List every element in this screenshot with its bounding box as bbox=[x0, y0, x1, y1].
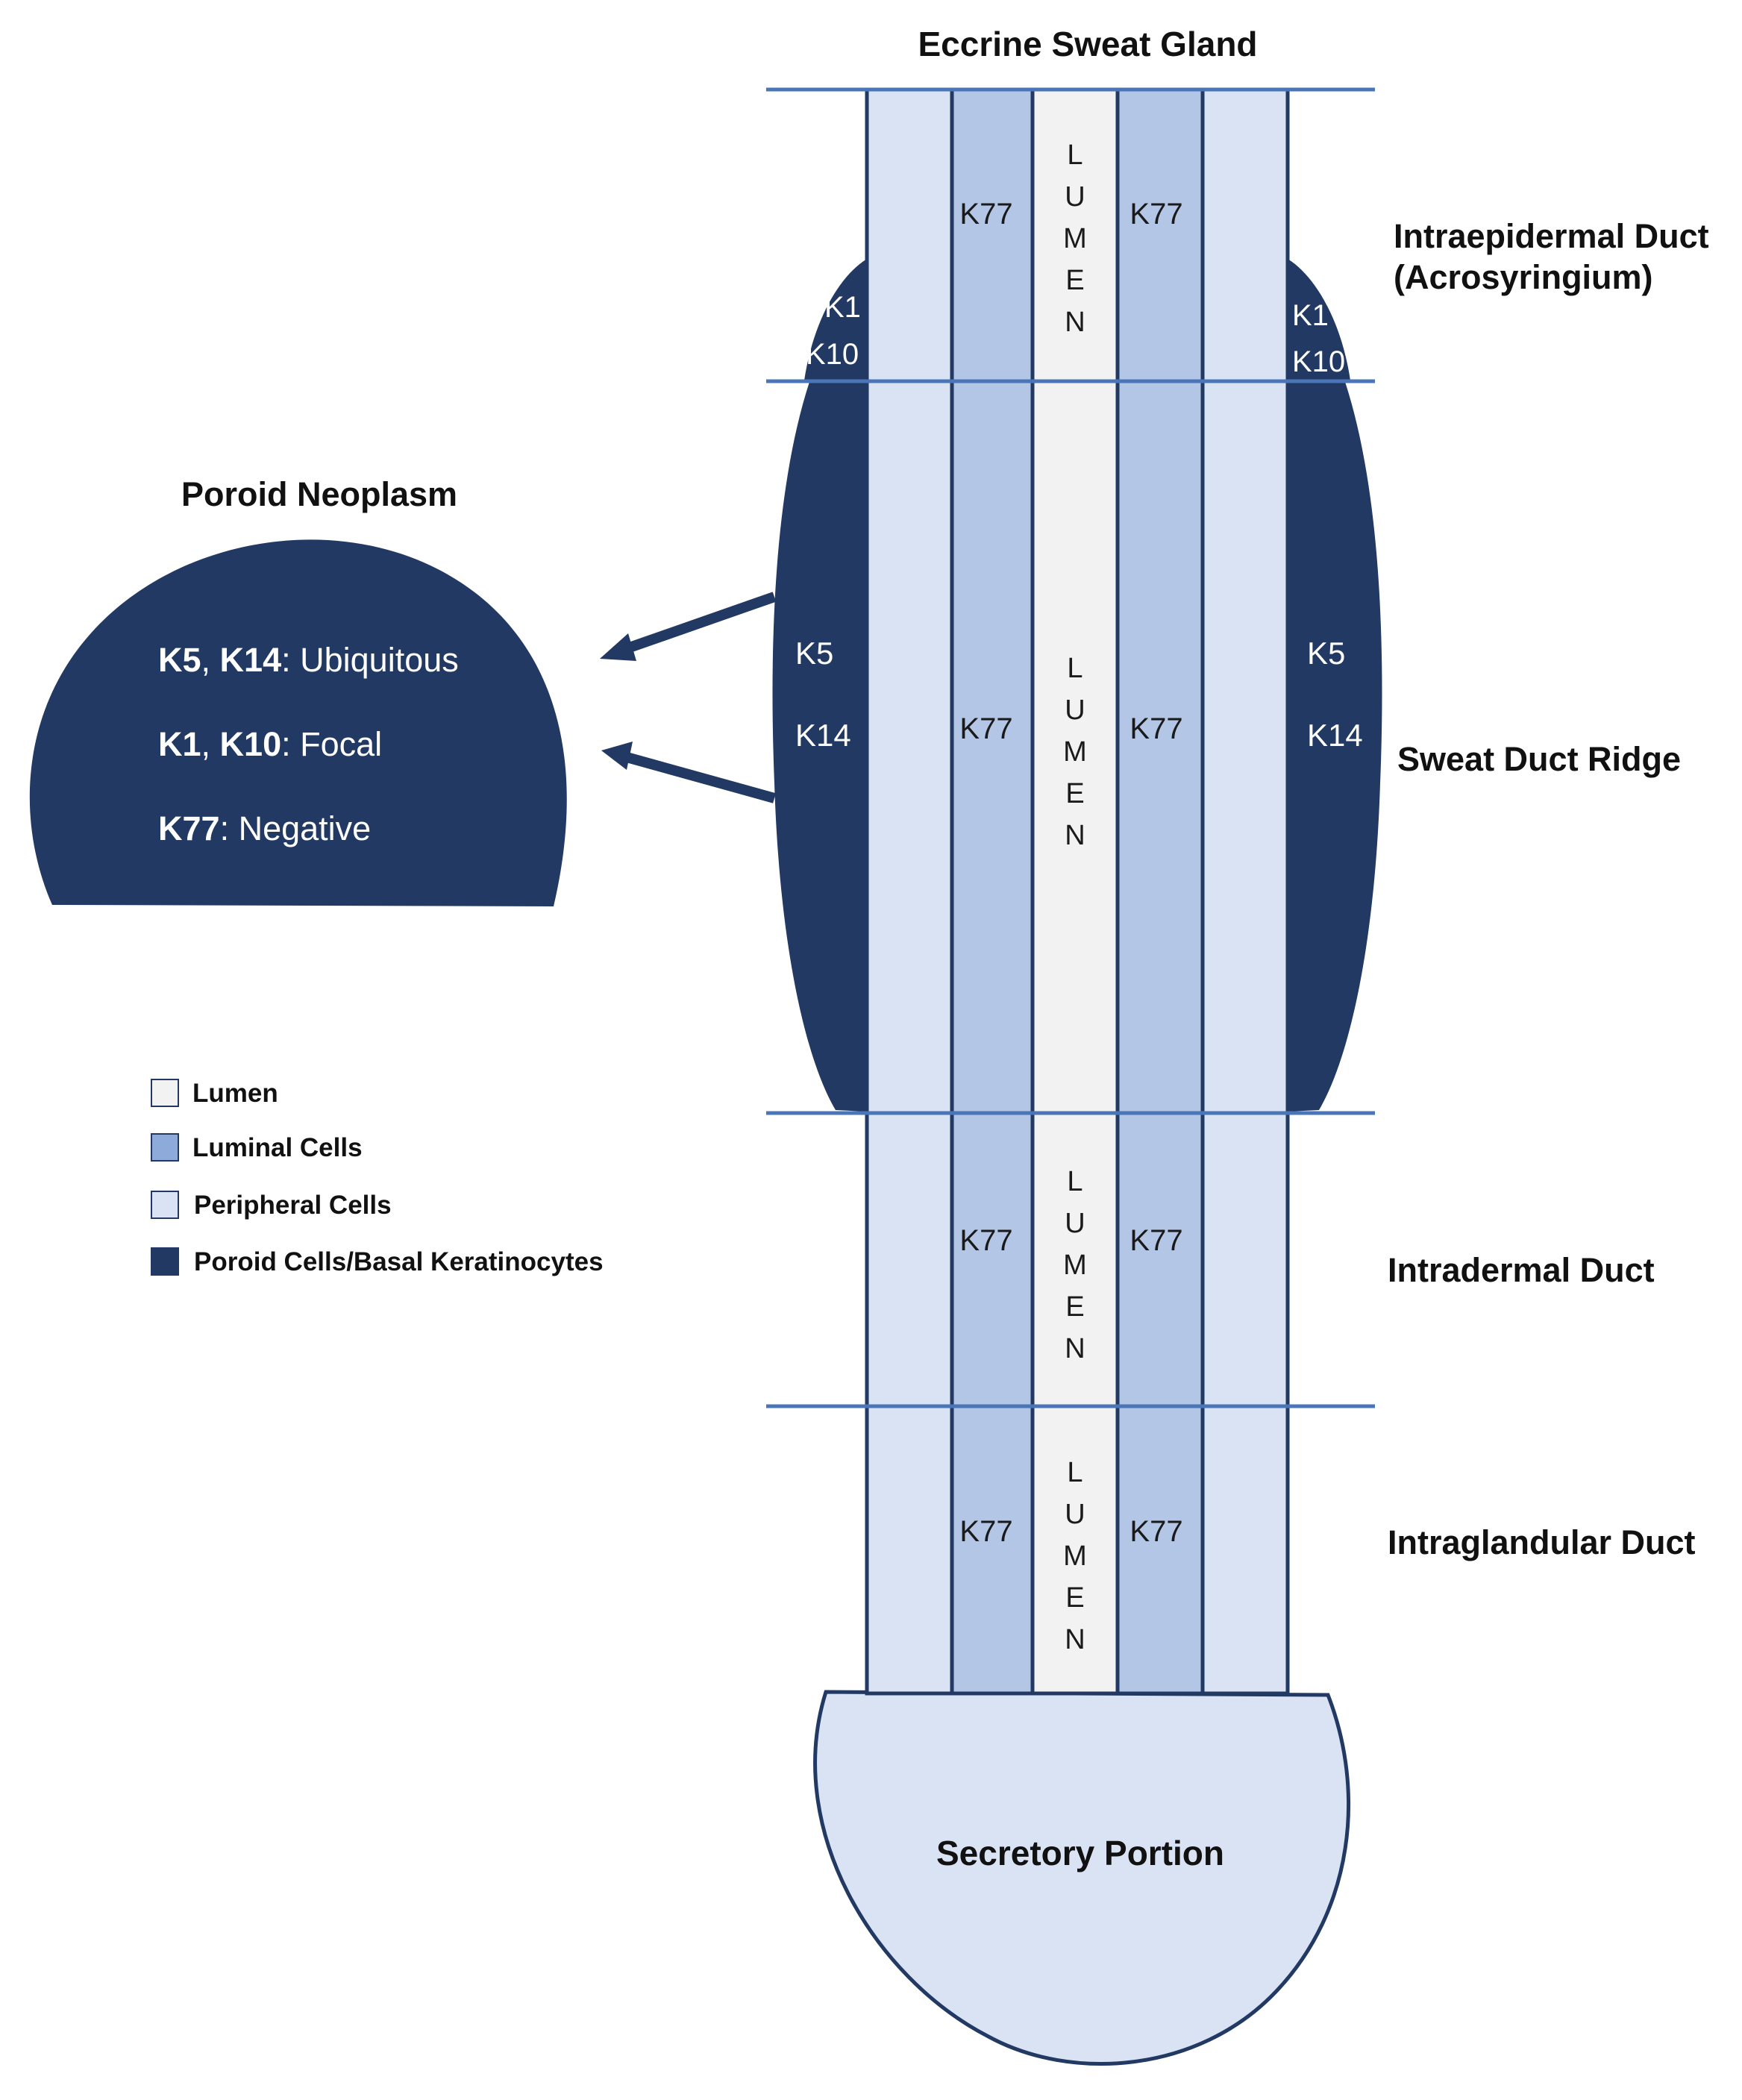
k77-label: K77 bbox=[1130, 1224, 1182, 1257]
luminal-cells-right bbox=[1115, 87, 1205, 1696]
legend-label-poroid: Poroid Cells/Basal Keratinocytes bbox=[194, 1247, 604, 1276]
lumen-letter: L bbox=[1067, 653, 1083, 684]
lumen-letter: M bbox=[1063, 736, 1087, 768]
k14-label-left: K14 bbox=[795, 718, 851, 753]
neoplasm-description: : Negative bbox=[220, 809, 372, 847]
k77-labels: K77 K77 K77 K77 K77 K77 K77 K77 bbox=[959, 198, 1182, 1548]
neoplasm-separator: , bbox=[201, 725, 220, 763]
arrow-shaft-lower bbox=[625, 752, 776, 803]
lumen-letters-intradermal: L U M E N bbox=[1063, 1166, 1087, 1364]
lumen-letter: N bbox=[1065, 1624, 1085, 1655]
acro-markers: K1 K10 K1 K10 bbox=[806, 291, 1345, 378]
legend-label-lumen: Lumen bbox=[192, 1079, 278, 1108]
legend-swatch-luminal bbox=[151, 1133, 179, 1162]
legend-label-peripheral: Peripheral Cells bbox=[194, 1191, 392, 1220]
k1-label-left: K1 bbox=[824, 291, 861, 324]
neoplasm-marker: K14 bbox=[220, 641, 282, 679]
lumen-letter: L bbox=[1067, 1166, 1083, 1197]
neoplasm-marker: K77 bbox=[158, 809, 220, 847]
lumen-letter: L bbox=[1067, 1457, 1083, 1488]
arrow-shaft-upper bbox=[623, 592, 777, 654]
lumen-letter: U bbox=[1065, 1499, 1085, 1530]
neoplasm-line-k5-k14: K5, K14: Ubiquitous bbox=[158, 641, 459, 679]
k77-label: K77 bbox=[1130, 1515, 1182, 1548]
neoplasm-description: : Ubiquitous bbox=[281, 641, 459, 679]
lumen-letter: E bbox=[1065, 778, 1084, 809]
lumen-letter: U bbox=[1065, 1208, 1085, 1239]
secretory-portion bbox=[813, 1690, 1351, 2066]
legend-swatch-lumen bbox=[151, 1079, 179, 1107]
arrow-head-upper bbox=[600, 633, 636, 661]
ridge-markers: K5 K14 K5 K14 bbox=[795, 636, 1363, 753]
k77-label: K77 bbox=[959, 1224, 1012, 1257]
peripheral-cells-left bbox=[865, 87, 954, 1696]
acrosyringium-left-bulge bbox=[804, 259, 867, 380]
lumen-letter: M bbox=[1063, 1250, 1087, 1281]
lumen-letter: M bbox=[1063, 1540, 1087, 1572]
neoplasm-arrows bbox=[600, 592, 777, 803]
k5-label-left: K5 bbox=[795, 636, 833, 671]
lumen-letter: U bbox=[1065, 181, 1085, 213]
section-label-acrosyringium: (Acrosyringium) bbox=[1394, 258, 1653, 296]
lumen-letter: L bbox=[1067, 140, 1083, 171]
k10-label-left: K10 bbox=[806, 338, 859, 371]
lumen-letters-acro: L U M E N bbox=[1063, 140, 1087, 338]
section-label-ridge: Sweat Duct Ridge bbox=[1397, 740, 1681, 778]
legend-swatch-peripheral bbox=[151, 1191, 179, 1219]
lumen-letter: N bbox=[1065, 1333, 1085, 1364]
neoplasm-marker: K5 bbox=[158, 641, 201, 679]
section-label-intraepidermal: Intraepidermal Duct bbox=[1394, 217, 1709, 255]
diagram-title: Eccrine Sweat Gland bbox=[918, 25, 1257, 63]
section-label-intradermal: Intradermal Duct bbox=[1388, 1251, 1655, 1289]
k10-label-right: K10 bbox=[1292, 345, 1345, 378]
neoplasm-marker: K10 bbox=[220, 725, 282, 763]
legend-label-luminal: Luminal Cells bbox=[192, 1133, 363, 1162]
neoplasm-line-k1-k10: K1, K10: Focal bbox=[158, 725, 382, 763]
luminal-cells-left bbox=[950, 87, 1035, 1696]
ridge-left-bulge bbox=[772, 382, 867, 1112]
neoplasm-line-k77: K77: Negative bbox=[158, 809, 371, 847]
peripheral-cells-right bbox=[1200, 87, 1290, 1696]
lumen-letter: U bbox=[1065, 695, 1085, 726]
ridge-right-bulge bbox=[1288, 382, 1382, 1112]
lumen-letter: N bbox=[1065, 307, 1085, 338]
acrosyringium-right-bulge bbox=[1288, 259, 1350, 380]
lumen-letter: E bbox=[1065, 1582, 1084, 1614]
legend: Lumen Luminal Cells Peripheral Cells Por… bbox=[151, 1079, 604, 1276]
neoplasm-separator: , bbox=[201, 641, 220, 679]
k77-label: K77 bbox=[959, 1515, 1012, 1548]
k77-label: K77 bbox=[959, 712, 1012, 745]
section-label-intraglandular: Intraglandular Duct bbox=[1388, 1523, 1696, 1561]
k77-label: K77 bbox=[1130, 712, 1182, 745]
k77-label: K77 bbox=[959, 198, 1012, 231]
lumen-letters-ridge: L U M E N bbox=[1063, 653, 1087, 851]
lumen-letter: E bbox=[1065, 1291, 1084, 1323]
poroid-neoplasm-shape bbox=[29, 539, 567, 906]
neoplasm-title: Poroid Neoplasm bbox=[181, 475, 457, 513]
k1-label-right: K1 bbox=[1292, 299, 1329, 332]
neoplasm-marker: K1 bbox=[158, 725, 201, 763]
arrow-head-lower bbox=[601, 742, 633, 770]
k5-label-right: K5 bbox=[1307, 636, 1345, 671]
secretory-portion-label: Secretory Portion bbox=[936, 1834, 1224, 1872]
lumen-letter: E bbox=[1065, 265, 1084, 296]
k14-label-right: K14 bbox=[1307, 718, 1363, 753]
k77-label: K77 bbox=[1130, 198, 1182, 231]
neoplasm-description: : Focal bbox=[281, 725, 382, 763]
lumen-letter: N bbox=[1065, 820, 1085, 851]
lumen-letter: M bbox=[1063, 223, 1087, 254]
lumen-letters-intraglandular: L U M E N bbox=[1063, 1457, 1087, 1655]
legend-swatch-poroid bbox=[151, 1247, 179, 1276]
section-dividers bbox=[766, 87, 1375, 1408]
